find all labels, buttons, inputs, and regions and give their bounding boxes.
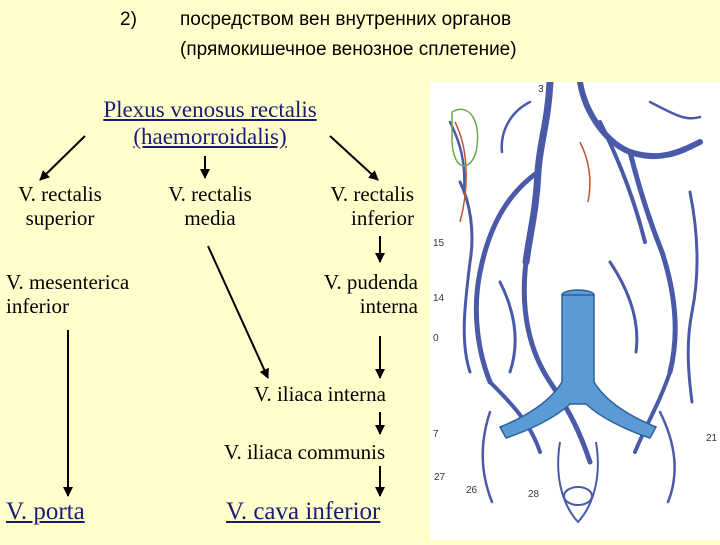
plexus-title-line-2: (haemorroidalis)	[133, 124, 287, 149]
arrow-root-to-inferior	[329, 135, 379, 181]
node-cava-inferior: V. cava inferior	[226, 498, 381, 525]
fig-label-8: 26	[466, 485, 478, 496]
figure-numbers: 3 15 14 0 7 21 27 26 28	[433, 84, 718, 500]
fig-label-1: 3	[538, 84, 544, 95]
rectum-outline	[557, 441, 599, 524]
node-rectalis-media-line-2: media	[184, 206, 236, 230]
node-iliaca-communis: V. iliaca communis	[224, 440, 386, 464]
node-rectalis-inferior-line-2: inferior	[351, 206, 414, 230]
fig-label-7: 27	[434, 472, 446, 483]
node-iliaca-interna: V. iliaca interna	[254, 382, 386, 406]
header-line-1: посредством вен внутренних органов	[180, 9, 512, 30]
node-rectalis-superior-line-1: V. rectalis	[18, 182, 102, 206]
header-line-2: (прямокишечное венозное сплетение)	[180, 39, 517, 60]
artery-lines	[454, 121, 591, 223]
node-pudenda-interna-line-2: interna	[359, 294, 418, 318]
node-rectalis-inferior-line-1: V. rectalis	[330, 182, 414, 206]
fig-label-9: 28	[528, 489, 540, 500]
node-pudenda-interna: V. pudenda interna	[290, 270, 418, 318]
plexus-title: Plexus venosus rectalis (haemorroidalis)	[60, 96, 360, 150]
fig-label-3: 14	[433, 293, 445, 304]
node-mesenterica-inferior-line-1: V. mesenterica	[6, 270, 130, 294]
fig-label-5: 7	[433, 429, 439, 440]
node-rectalis-superior-line-2: superior	[25, 206, 95, 230]
plexus-title-line-1: Plexus venosus rectalis	[103, 97, 317, 122]
fig-label-4: 0	[433, 333, 439, 344]
fig-label-2: 15	[433, 238, 445, 249]
node-rectalis-superior: V. rectalis superior	[2, 182, 118, 230]
vena-cava-shape	[498, 289, 658, 439]
vein-network	[448, 78, 703, 504]
node-mesenterica-inferior-line-2: inferior	[6, 294, 69, 318]
fig-label-6: 21	[706, 433, 718, 444]
node-rectalis-media-line-1: V. rectalis	[168, 182, 252, 206]
node-rectalis-media: V. rectalis media	[152, 182, 268, 230]
node-mesenterica-inferior: V. mesenterica inferior	[6, 270, 129, 318]
arrow-root-to-superior	[39, 135, 86, 181]
header-number: 2)	[120, 9, 137, 30]
arrow-media-to-iliaca-interna	[207, 245, 269, 379]
node-porta: V. porta	[6, 498, 85, 525]
node-rectalis-inferior: V. rectalis inferior	[296, 182, 414, 230]
node-pudenda-interna-line-1: V. pudenda	[323, 270, 418, 294]
venous-drawing: 3 15 14 0 7 21 27 26 28	[433, 78, 718, 524]
venous-illustration: 3 15 14 0 7 21 27 26 28	[430, 78, 720, 540]
green-outline	[451, 108, 479, 167]
